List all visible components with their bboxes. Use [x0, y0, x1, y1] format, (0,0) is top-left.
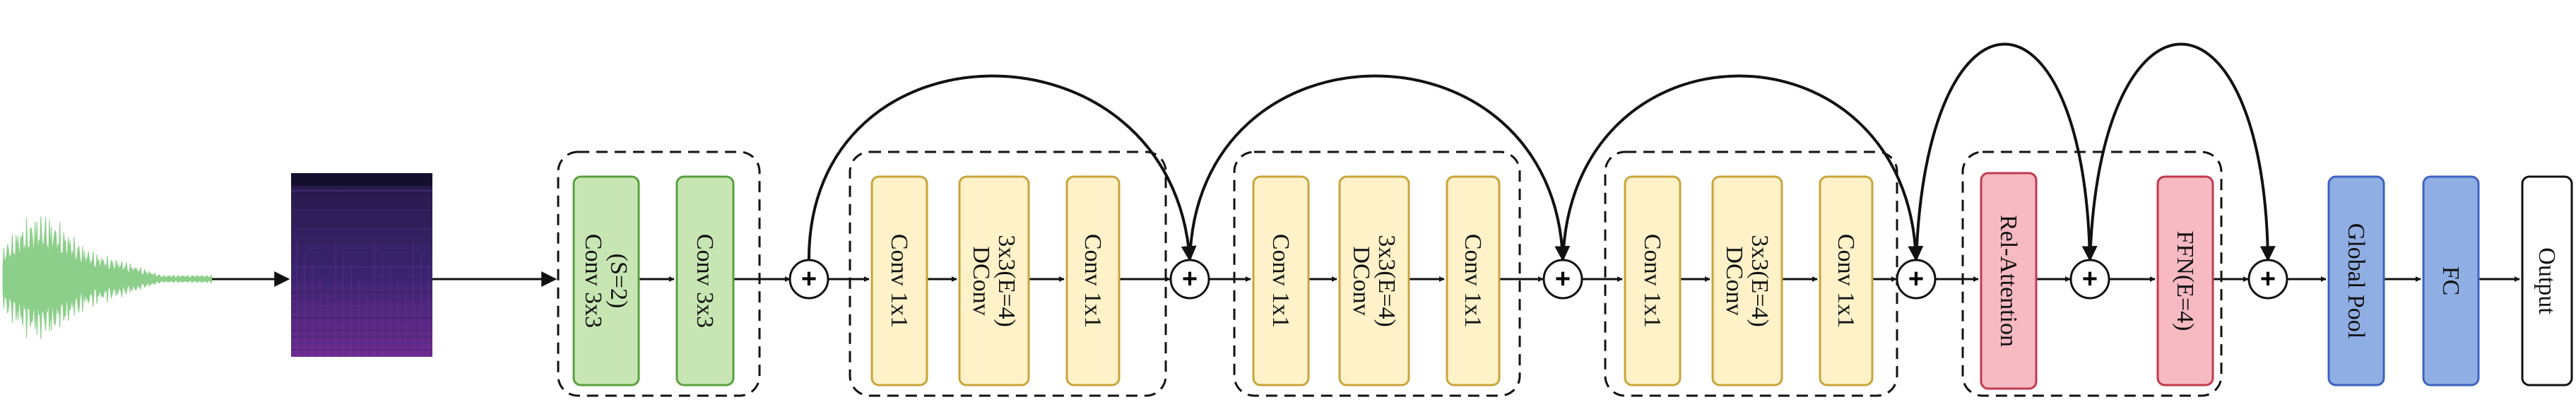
svg-text:+: +	[2260, 264, 2276, 294]
mbconv-group-2	[1233, 151, 1521, 397]
block-label: Output	[2534, 247, 2560, 314]
svg-text:+: +	[801, 264, 817, 294]
add-node: +	[788, 259, 829, 300]
spectrogram	[291, 173, 432, 357]
add-node: +	[1542, 259, 1583, 300]
transformer-group	[1961, 151, 2223, 397]
dconv-block: DConv3x3(E=4)	[1338, 175, 1410, 387]
block-label: Conv 1x1	[1833, 234, 1860, 328]
mbconv-group-1	[849, 151, 1167, 397]
conv1x1-block: Conv 1x1	[1446, 175, 1501, 387]
conv1x1-block: Conv 1x1	[870, 175, 928, 387]
block-label: Rel-Attention	[1996, 215, 2022, 347]
block-label: Conv 1x1	[1640, 234, 1666, 328]
block-label: Conv 3x3	[692, 234, 719, 328]
block-label: FFN(E=4)	[2173, 231, 2199, 331]
fc-block: FC	[2422, 175, 2480, 387]
conv1x1-block: Conv 1x1	[1624, 175, 1682, 387]
block-label: DConv3x3(E=4)	[1722, 235, 1773, 327]
svg-text:+: +	[2082, 264, 2098, 294]
rel-attention-block: Rel-Attention	[1980, 172, 2038, 390]
svg-text:+: +	[1182, 264, 1198, 294]
block-label: Conv 1x1	[1080, 234, 1106, 328]
output-block: Output	[2521, 175, 2573, 387]
block-label: Conv 3x3(S=2)	[581, 234, 632, 328]
audio-waveform	[2, 216, 213, 340]
svg-text:+: +	[1555, 264, 1571, 294]
block-label: FC	[2438, 266, 2464, 296]
block-label: Conv 1x1	[887, 234, 913, 328]
add-node: +	[1169, 259, 1210, 300]
global-pool-block: Global Pool	[2327, 175, 2385, 387]
conv1x1-block: Conv 1x1	[1252, 175, 1310, 387]
conv3x3-block: Conv 3x3	[675, 175, 735, 387]
conv1x1-block: Conv 1x1	[1819, 175, 1874, 387]
stem-group	[557, 151, 761, 397]
add-node: +	[1896, 259, 1937, 300]
conv1x1-block: Conv 1x1	[1065, 175, 1121, 387]
dconv-block: DConv3x3(E=4)	[1711, 175, 1783, 387]
mbconv-group-3	[1604, 151, 1898, 397]
skip-connections	[807, 42, 2276, 264]
ffn-block: FFN(E=4)	[2156, 175, 2214, 387]
conv3x3-stride2-block: Conv 3x3(S=2)	[572, 175, 640, 387]
block-label: DConv3x3(E=4)	[969, 235, 1020, 327]
dconv-block: DConv3x3(E=4)	[958, 175, 1030, 387]
add-node: +	[2069, 259, 2110, 300]
block-label: DConv3x3(E=4)	[1349, 235, 1400, 327]
block-label: Conv 1x1	[1460, 234, 1487, 328]
block-label: Conv 1x1	[1268, 234, 1294, 328]
add-node: +	[2247, 259, 2288, 300]
svg-text:+: +	[1908, 264, 1924, 294]
block-label: Global Pool	[2344, 223, 2370, 338]
